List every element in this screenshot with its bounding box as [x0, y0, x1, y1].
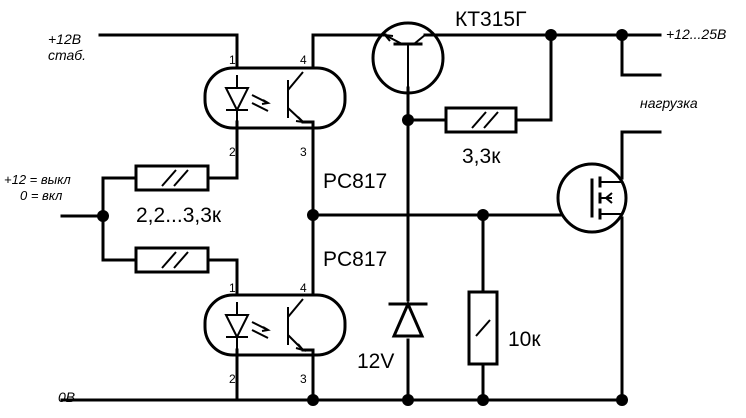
resistor-base: [444, 106, 518, 134]
junctions: [97, 29, 628, 406]
pin-number: 4: [300, 53, 307, 67]
phototransistor-icon: [287, 71, 306, 124]
npn-transistor-icon: [371, 21, 445, 95]
optocoupler-top-label: PC817: [323, 170, 387, 193]
optocoupler-bottom-body: [203, 293, 347, 357]
mosfet-icon: [556, 162, 628, 234]
zener-label: 12V: [357, 350, 394, 373]
pin-number: 4: [300, 281, 307, 295]
pin-number: 2: [229, 145, 236, 159]
wires: [60, 33, 662, 402]
pin-number: 3: [300, 145, 307, 159]
pin-number: 2: [229, 372, 236, 386]
optocoupler-top-body: [203, 66, 347, 130]
resistor-gate: [467, 290, 499, 366]
resistor-input-bottom: [134, 246, 210, 274]
output-supply-label: +12...25В: [666, 26, 726, 42]
supply-stab-label: +12В: [48, 31, 81, 47]
ground-label: 0В: [58, 389, 75, 405]
pin-number: 1: [229, 53, 236, 67]
base-resistor-value: 3,3к: [462, 145, 501, 168]
gate-resistor-value: 10к: [508, 328, 541, 351]
load-label: нагрузка: [640, 95, 698, 111]
optocoupler-bottom-label: PC817: [323, 248, 387, 271]
input-resistor-value: 2,2...3,3к: [136, 204, 222, 227]
labels: +12В стаб. +12 = выкл 0 = вкл 0В +12...2…: [4, 8, 726, 405]
transistor-label: КТ315Г: [455, 8, 526, 31]
pin-number: 1: [229, 281, 236, 295]
phototransistor-icon: [287, 298, 306, 352]
pin-number: 3: [300, 372, 307, 386]
led-icon: [224, 302, 271, 350]
zener-diode-icon: [388, 300, 428, 338]
resistor-input-top: [134, 164, 210, 192]
control-label-on: 0 = вкл: [20, 188, 63, 203]
optocoupler-top: [203, 66, 347, 130]
optocoupler-bottom: [203, 293, 347, 357]
supply-stab-sublabel: стаб.: [48, 47, 86, 63]
pin-numbers: 1 2 3 4 1 2 3 4: [229, 53, 307, 386]
led-icon: [224, 75, 271, 122]
control-label-off: +12 = выкл: [4, 172, 71, 187]
